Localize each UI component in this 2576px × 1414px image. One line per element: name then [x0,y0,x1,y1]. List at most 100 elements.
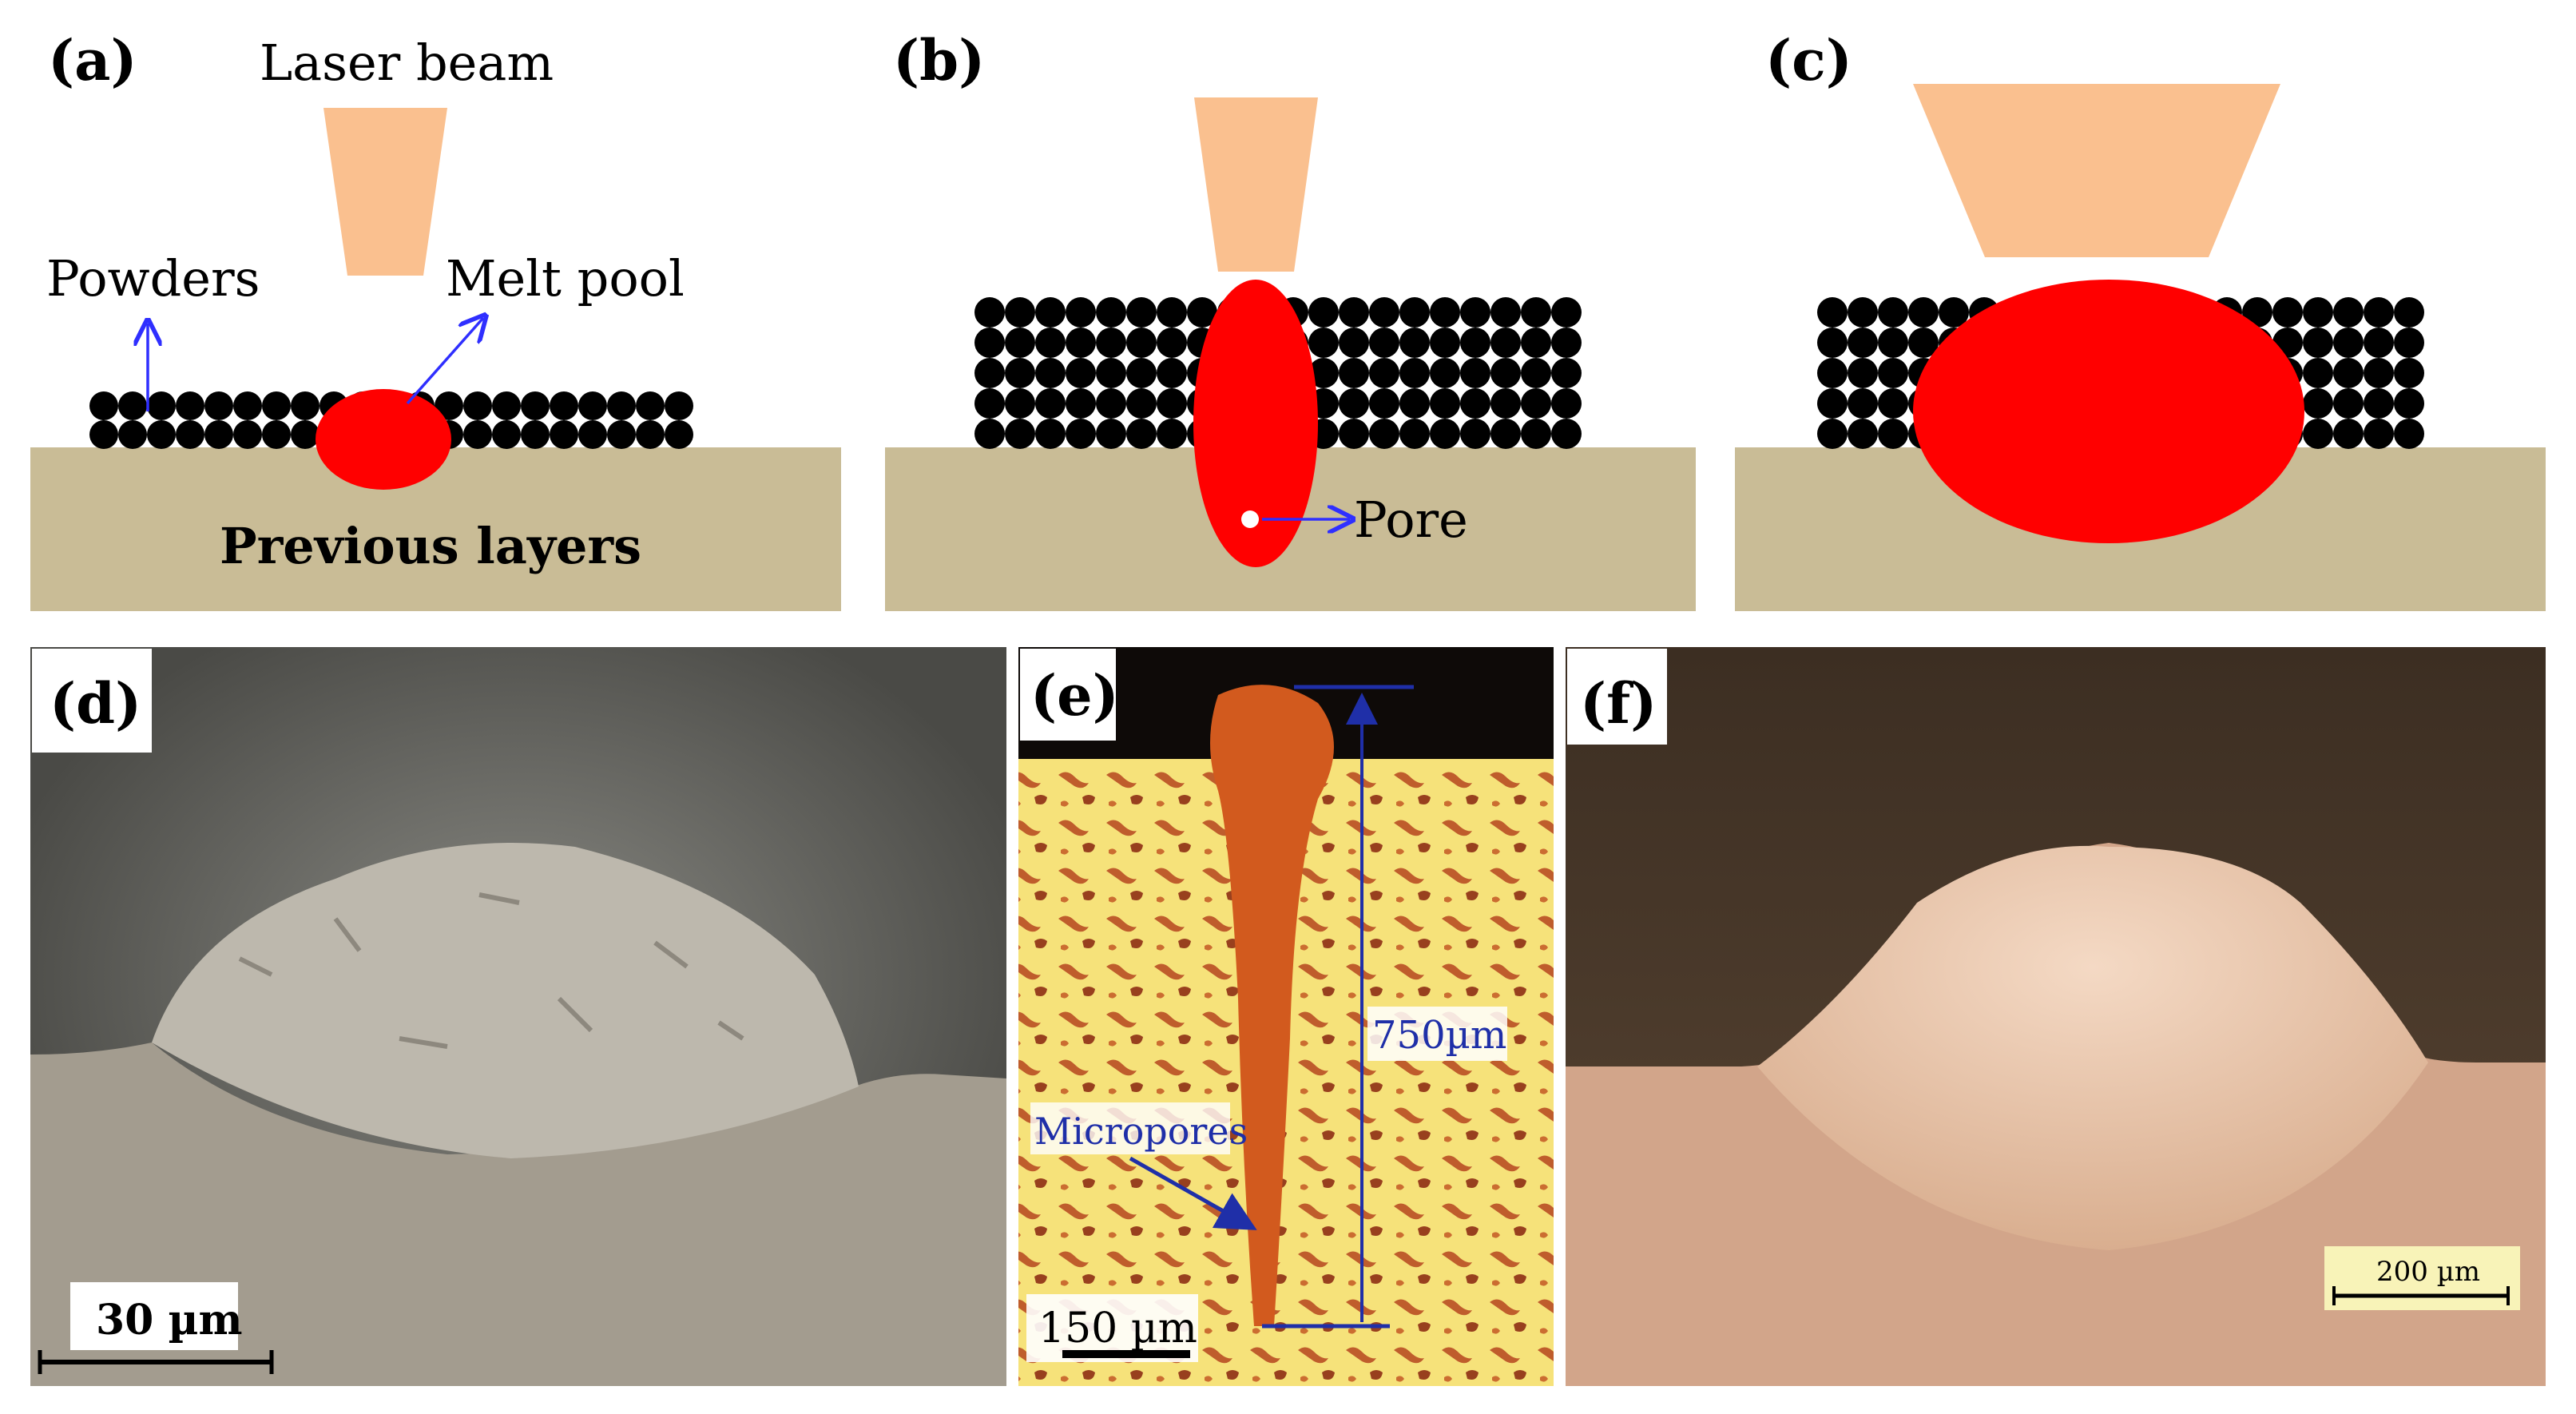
powder-particle [2364,328,2394,358]
powder-particle [1369,388,1399,419]
previous-layers-label: Previous layers [220,517,641,575]
powder-particle [2242,297,2272,328]
powder-particle [1878,358,1908,388]
powder-particle [974,388,1005,419]
powder-particle [1339,328,1369,358]
powder-particle [1157,328,1187,358]
micrograph-e-keyhole [1210,685,1334,1326]
powder-particle [1157,388,1187,419]
powder-particle [1817,419,1848,449]
powder-particle [1490,358,1521,388]
panel-a: (a) Laser beam Powders Melt pool Previou… [30,27,841,611]
wide-melt-pool [1913,280,2304,543]
powder-particle [1430,388,1460,419]
powder-particle [2394,358,2424,388]
micropores-label-box [1030,1102,1230,1154]
powder-particle [204,420,233,449]
powder-particle [435,391,463,420]
powder-particle [1126,358,1157,388]
powder-particle [1157,358,1187,388]
powder-particle [1460,358,1490,388]
powder-particle [1490,297,1521,328]
powder-particle [1308,328,1339,358]
micrograph-d-substrate [30,1043,1006,1386]
powder-particle [1187,297,1217,328]
melt-pool-arrow [406,318,483,405]
panel-a-label: (a) [48,27,137,93]
powder-particle [262,391,291,420]
powder-particle [1399,419,1430,449]
powder-particle [1399,358,1430,388]
powder-particle [2394,297,2424,328]
powder-particle [974,328,1005,358]
powder-particle [578,391,607,420]
powder-particle [118,420,147,449]
powder-particle [89,391,118,420]
powder-particle [2394,328,2424,358]
powder-particle [2333,419,2364,449]
powder-particle [204,391,233,420]
powder-particle [1035,297,1066,328]
powder-particle [1848,358,1878,388]
powder-particle [1460,419,1490,449]
powder-particle [2303,358,2333,388]
micropores-label: Micropores [1034,1110,1248,1153]
powders-label: Powders [46,249,260,308]
powder-particle [1490,419,1521,449]
panel-d-label: (d) [50,670,141,737]
powder-particle [2333,297,2364,328]
powder-particle [1096,419,1126,449]
powder-particle [1035,388,1066,419]
powder-particle [974,358,1005,388]
powder-particle [1035,419,1066,449]
powder-particle [291,391,320,420]
panel-b-label: (b) [893,27,985,93]
powder-particle [1066,388,1096,419]
powder-particle [2272,297,2303,328]
powder-particle [1066,419,1096,449]
powder-particle [1817,358,1848,388]
powder-particle [1521,388,1551,419]
powder-particle [1399,297,1430,328]
panel-f-micrograph: (f) 200 µm [1566,647,2546,1386]
panel-e-micrograph: (e) 750µm Micropores 150 µm [1018,647,1554,1386]
powder-particle [1005,358,1035,388]
powder-particle [291,420,320,449]
powder-particle [233,391,262,420]
powder-particle [2303,297,2333,328]
powder-particle [974,419,1005,449]
pore [1241,510,1259,528]
panel-f-label: (f) [1580,670,1657,737]
powder-particle [1878,388,1908,419]
powder-particle [1490,388,1521,419]
powder-particle [1369,297,1399,328]
panel-f-label-box [1567,649,1667,745]
powder-particle [1369,358,1399,388]
powder-particle [1066,358,1096,388]
powder-particle [1521,297,1551,328]
powder-particle [118,391,147,420]
micrograph-d-texture [238,892,744,1049]
melt-pool-a [316,389,451,490]
powder-particle [1878,297,1908,328]
panel-c-label: (c) [1765,27,1852,93]
powder-particle [463,420,492,449]
powder-particle [665,391,693,420]
panel-d-label-box [32,649,152,753]
panel-b: (b) Pore [885,27,1696,611]
powder-particle [1460,388,1490,419]
powder-particle [607,420,636,449]
powder-particle [521,391,550,420]
powder-particle [492,391,521,420]
powder-particle [974,297,1005,328]
powder-particle [147,391,176,420]
powder-particle [89,420,118,449]
powder-particle [1308,358,1339,388]
depth-label-box [1367,1007,1507,1061]
powder-particle [1005,419,1035,449]
powder-particle [1460,297,1490,328]
keyhole-melt-pool [1193,280,1318,567]
powder-particle [1399,328,1430,358]
powder-particle [665,420,693,449]
laser-beam-a [323,108,447,276]
